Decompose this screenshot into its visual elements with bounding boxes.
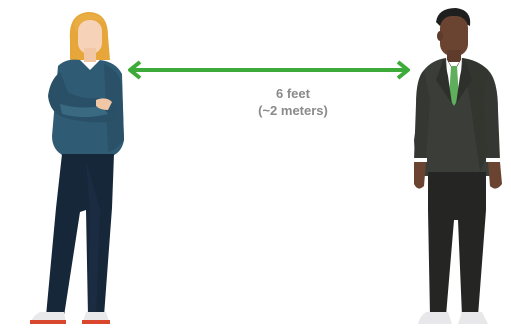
man-figure: [413, 8, 502, 324]
woman-figure: [30, 12, 124, 324]
distance-arrow: [128, 60, 410, 80]
distance-label: 6 feet (~2 meters): [218, 85, 368, 119]
distance-meters-text: (~2 meters): [258, 103, 328, 118]
distance-feet-text: 6 feet: [276, 86, 310, 101]
